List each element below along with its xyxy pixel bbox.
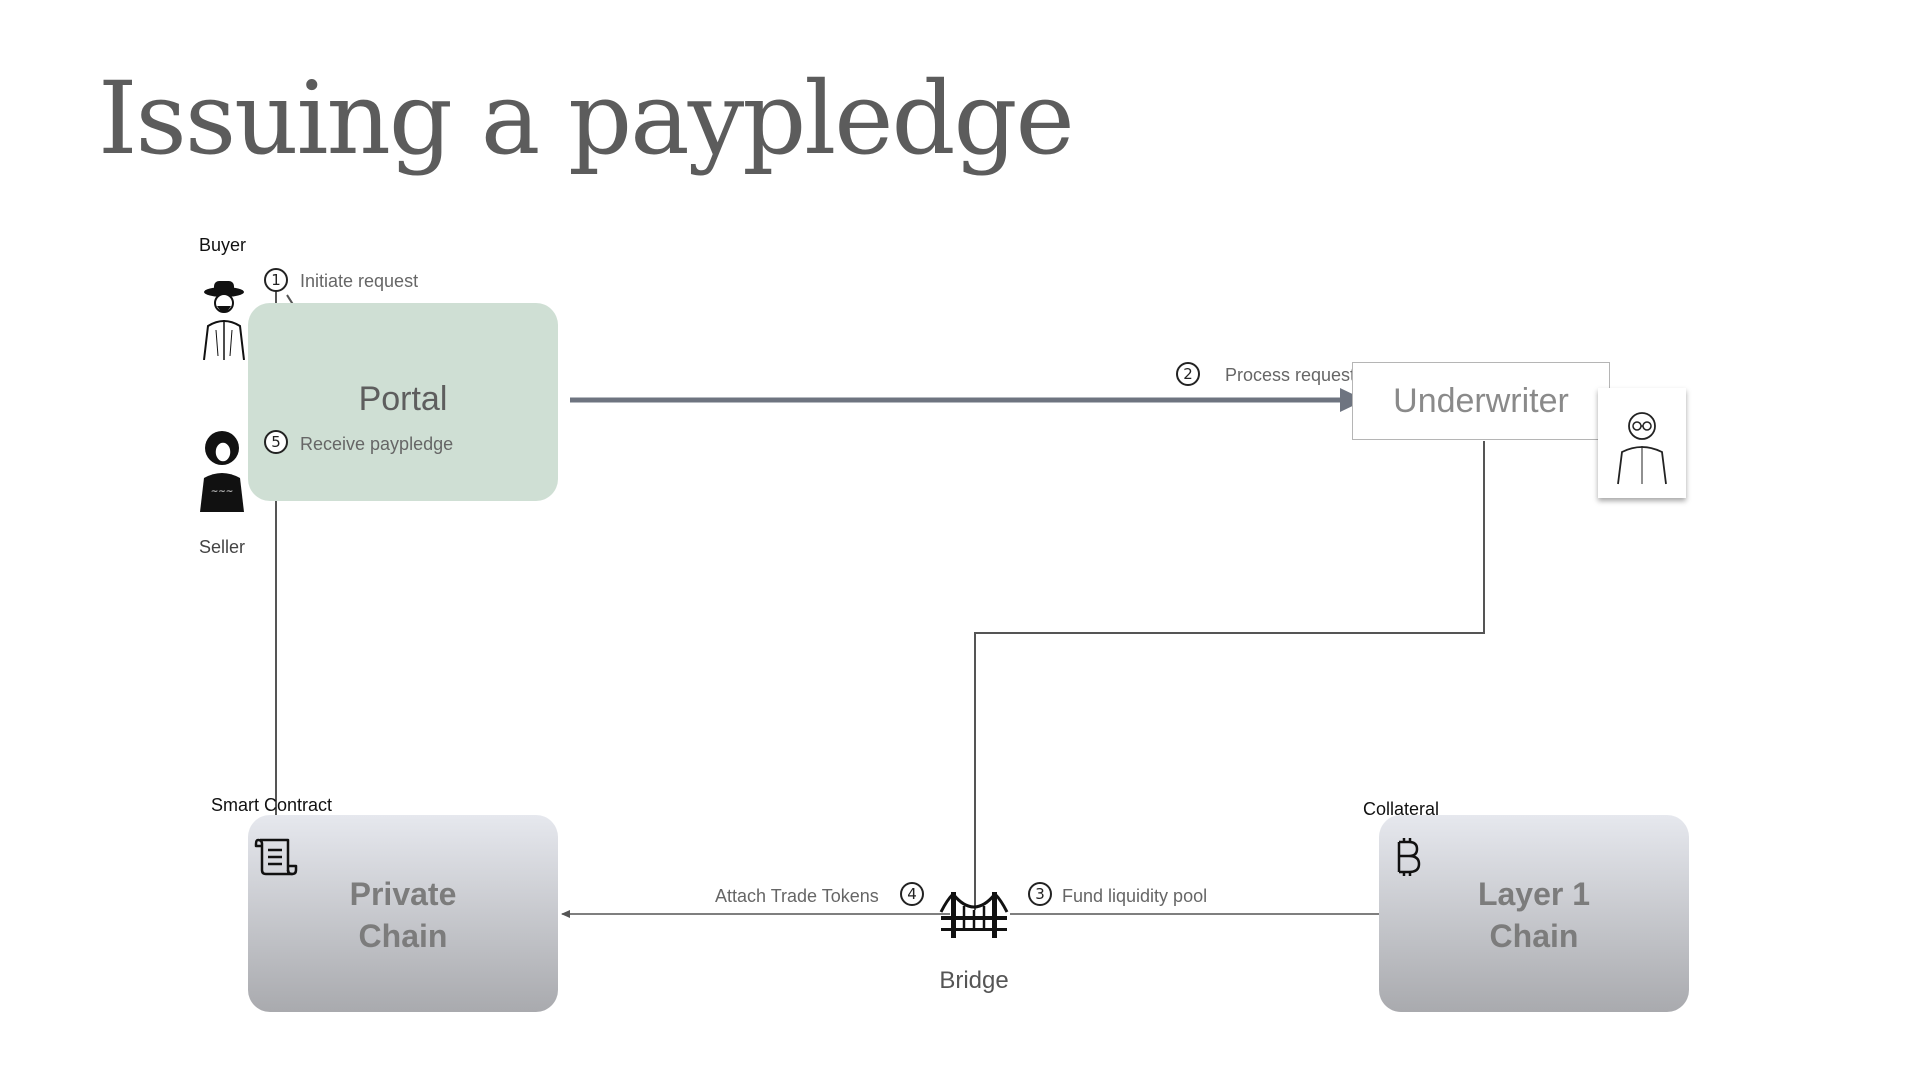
step-3-label: Fund liquidity pool [1062, 886, 1208, 906]
bitcoin-icon [1397, 838, 1421, 876]
private-chain-label-line1: Private [349, 876, 457, 912]
smart-contract-label: Smart Contract [211, 795, 333, 815]
underwriter-photo-card [1598, 388, 1686, 498]
underwriter-label: Underwriter [1393, 382, 1569, 420]
step-1-label: Initiate request [300, 271, 419, 291]
step-2-badge: 2 [1176, 362, 1200, 386]
layer1-chain-label-line1: Layer 1 [1477, 876, 1591, 912]
bridge-icon [939, 892, 1009, 938]
layer1-chain-label: Layer 1 Chain [1379, 873, 1689, 957]
step-4-label: Attach Trade Tokens [715, 886, 879, 906]
buyer-label: Buyer [199, 235, 247, 255]
person-curly-hair-icon: ~~~ [200, 431, 244, 512]
step-5-label: Receive paypledge [300, 434, 454, 454]
slide-title: Issuing a paypledge [98, 60, 1075, 177]
portal-box [248, 303, 558, 501]
portal-label: Portal [358, 380, 448, 418]
underwriter-to-bridge-line [974, 441, 1485, 910]
person-hat-icon [203, 281, 245, 360]
bridge-label: Bridge [939, 967, 1009, 994]
private-chain-label: Private Chain [248, 873, 558, 957]
step-2-label: Process request [1225, 365, 1356, 385]
person-glasses-icon [1617, 412, 1667, 485]
layer1-chain-box [1379, 815, 1689, 1012]
seller-label: Seller [199, 537, 246, 557]
private-chain-box [248, 815, 558, 1012]
step-1-badge: 1 [264, 268, 288, 292]
scroll-icon [254, 838, 298, 876]
step-4-badge: 4 [900, 882, 924, 906]
svg-text:~~~: ~~~ [211, 487, 234, 497]
step-3-badge: 3 [1028, 882, 1052, 906]
layer1-chain-label-line2: Chain [1489, 918, 1579, 954]
collateral-label: Collateral [1363, 799, 1440, 819]
underwriter-box [1352, 362, 1610, 440]
private-chain-label-line2: Chain [358, 918, 448, 954]
step-5-badge: 5 [264, 430, 288, 454]
